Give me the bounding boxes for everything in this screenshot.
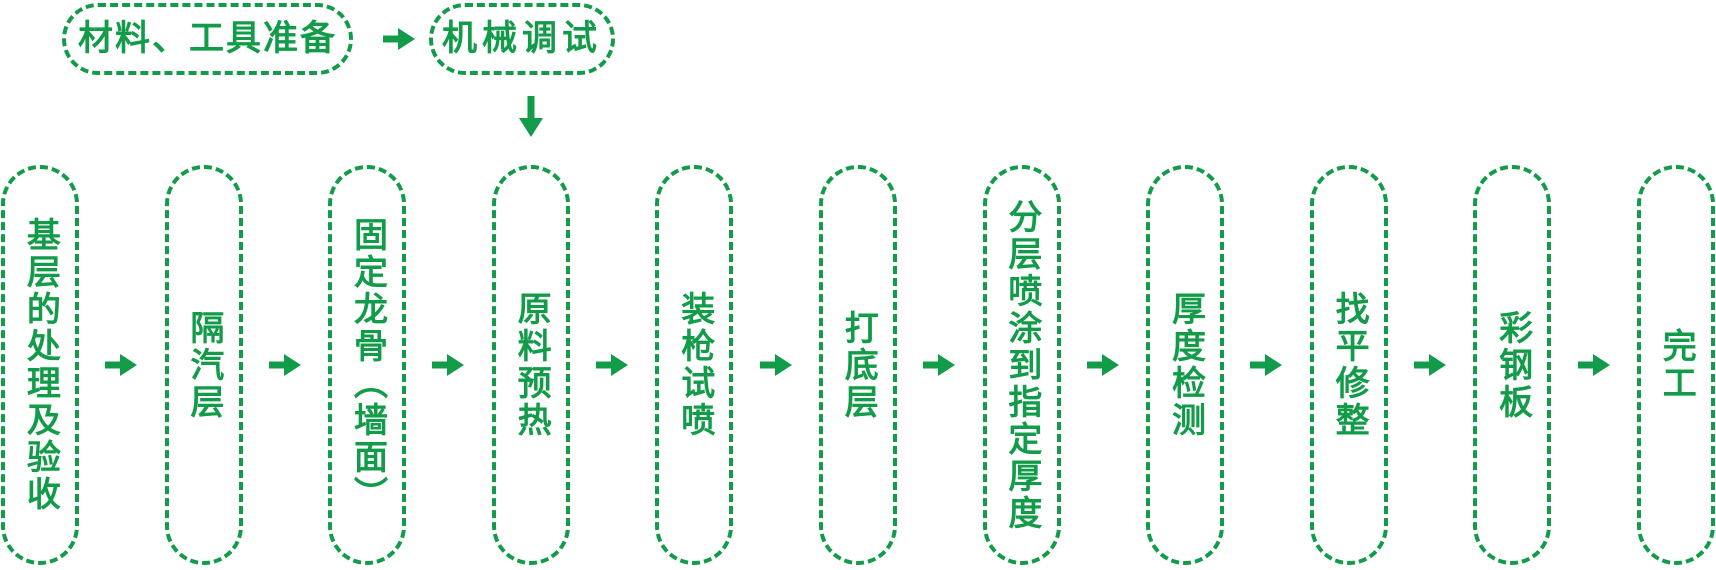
flow-node-base-coat-label: 打底层 bbox=[838, 309, 879, 421]
arrow-down-icon bbox=[519, 96, 543, 137]
arrow-right-icon bbox=[268, 354, 301, 376]
arrow-right-icon bbox=[1086, 354, 1119, 376]
flow-node-thickness-check-label: 厚度检测 bbox=[1165, 291, 1206, 439]
flow-node-materials-label: 材料、工具准备 bbox=[77, 18, 337, 59]
flow-node-test-spray-label: 装枪试喷 bbox=[674, 291, 715, 439]
flow-node-preheat-label: 原料预热 bbox=[511, 291, 552, 439]
flow-node-vapor-barrier-label: 隔汽层 bbox=[183, 309, 224, 421]
arrow-right-icon bbox=[759, 354, 792, 376]
flow-node-leveling-label: 找平修整 bbox=[1329, 291, 1370, 439]
flow-node-complete-label: 完工 bbox=[1656, 328, 1697, 402]
arrow-right-icon bbox=[1250, 354, 1283, 376]
flow-node-materials: 材料、工具准备 bbox=[62, 3, 353, 75]
flow-node-thickness-check: 厚度检测 bbox=[1146, 165, 1225, 565]
prep-row: 材料、工具准备 机械调试 bbox=[62, 3, 615, 75]
flow-node-steel-panel: 彩钢板 bbox=[1473, 165, 1552, 565]
main-flow-row: 基层的处理及验收 隔汽层 固定龙骨（墙面） 原料预热 装枪试喷 bbox=[1, 165, 1715, 565]
arrow-down-connector bbox=[517, 96, 545, 138]
arrow-right-icon bbox=[923, 354, 956, 376]
flow-node-vapor-barrier: 隔汽层 bbox=[164, 165, 243, 565]
arrow-right-icon bbox=[105, 354, 138, 376]
flow-node-test-spray: 装枪试喷 bbox=[655, 165, 734, 565]
flow-node-steel-panel-label: 彩钢板 bbox=[1492, 309, 1533, 421]
arrow-right-icon bbox=[596, 354, 629, 376]
arrow-right-icon bbox=[1577, 354, 1610, 376]
flow-node-base-treatment-label: 基层的处理及验收 bbox=[20, 217, 61, 513]
flow-node-machine-debug: 机械调试 bbox=[429, 3, 615, 75]
flow-node-preheat: 原料预热 bbox=[491, 165, 570, 565]
flow-node-layered-spray: 分层喷涂到指定厚度 bbox=[982, 165, 1061, 565]
flow-node-complete: 完工 bbox=[1636, 165, 1715, 565]
flow-node-base-treatment: 基层的处理及验收 bbox=[1, 165, 79, 565]
flow-node-fix-keel-label: 固定龙骨（墙面） bbox=[347, 217, 388, 513]
arrow-right-icon bbox=[383, 28, 415, 50]
arrow-right-icon bbox=[432, 354, 465, 376]
flow-node-fix-keel: 固定龙骨（墙面） bbox=[328, 165, 407, 565]
flow-node-layered-spray-label: 分层喷涂到指定厚度 bbox=[1001, 198, 1042, 532]
flow-node-leveling: 找平修整 bbox=[1309, 165, 1388, 565]
arrow-right-icon bbox=[1414, 354, 1447, 376]
flow-node-machine-debug-label: 机械调试 bbox=[441, 18, 602, 59]
flow-node-base-coat: 打底层 bbox=[818, 165, 897, 565]
